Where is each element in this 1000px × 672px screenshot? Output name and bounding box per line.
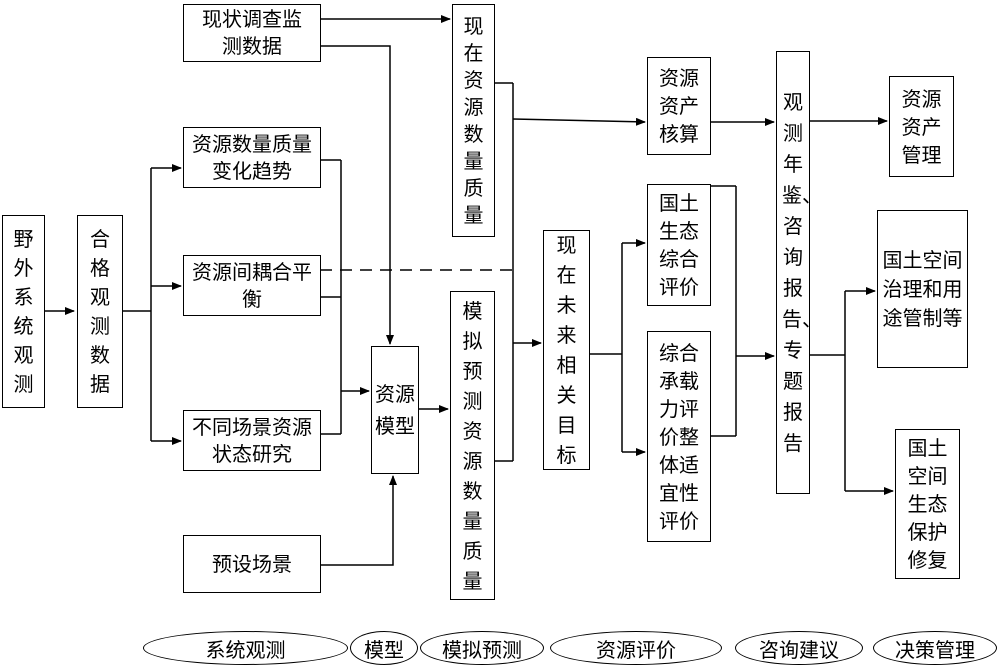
- asset-management-box: 资源资产管理: [889, 76, 954, 177]
- resource-model-box: 资源模型: [371, 346, 419, 474]
- stage-consulting-label: 咨询建议: [759, 637, 839, 662]
- current-quantity-label: 现在资源数量质量: [463, 13, 484, 227]
- current-quantity-box: 现在资源数量质量: [452, 4, 495, 237]
- eco-eval-label: 国土生态综合评价: [659, 191, 699, 299]
- field-observation-box: 野外系统观测: [2, 215, 45, 408]
- qualified-data-box: 合格观测数据: [77, 215, 123, 408]
- capacity-eval-label: 综合承载力评价整体适宜性评价: [659, 340, 699, 533]
- preset-scenario-label: 预设场景: [212, 551, 292, 576]
- survey-data-box: 现状调查监测数据: [183, 4, 321, 62]
- targets-box: 现在未来相关目标: [543, 230, 590, 470]
- quantity-trend-label: 资源数量质量变化趋势: [192, 131, 312, 183]
- stage-evaluation: 资源评价: [550, 631, 722, 665]
- quantity-trend-box: 资源数量质量变化趋势: [183, 127, 321, 188]
- simulated-quantity-box: 模拟预测资源数量质量: [450, 291, 495, 600]
- stage-decision: 决策管理: [873, 631, 997, 665]
- stage-model: 模型: [350, 631, 418, 665]
- stage-simulation: 模拟预测: [420, 631, 544, 665]
- yearbook-report-box: 观测年鉴、咨询报告、专题报告: [776, 51, 822, 494]
- stage-system-observation: 系统观测: [143, 631, 348, 665]
- targets-label: 现在未来相关目标: [556, 233, 577, 467]
- stage-simulation-label: 模拟预测: [442, 637, 522, 662]
- scenario-study-box: 不同场景资源状态研究: [183, 410, 321, 471]
- stage-decision-label: 决策管理: [895, 637, 975, 662]
- coupling-balance-box: 资源间耦合平衡: [183, 255, 321, 316]
- arrow-survey-to-model: [320, 45, 394, 345]
- resource-model-label: 资源模型: [375, 382, 415, 438]
- scenario-study-label: 不同场景资源状态研究: [192, 414, 312, 466]
- capacity-eval-box: 综合承载力评价整体适宜性评价: [647, 331, 711, 542]
- field-observation-label: 野外系统观测: [13, 226, 34, 396]
- spatial-governance-box: 国土空间治理和用途管制等: [877, 210, 968, 368]
- asset-accounting-box: 资源资产核算: [647, 57, 711, 155]
- asset-accounting-label: 资源资产核算: [659, 66, 699, 146]
- eco-restoration-box: 国土空间生态保护修复: [895, 429, 960, 579]
- yearbook-report-label: 观测年鉴、咨询报告、专题报告: [782, 89, 822, 455]
- arrow-preset-to-model: [320, 475, 397, 566]
- stage-evaluation-label: 资源评价: [596, 637, 676, 662]
- coupling-balance-label: 资源间耦合平衡: [192, 259, 312, 311]
- spatial-governance-label: 国土空间治理和用途管制等: [882, 247, 963, 330]
- stage-system-observation-label: 系统观测: [205, 637, 286, 662]
- qualified-data-label: 合格观测数据: [90, 226, 110, 396]
- stage-model-label: 模型: [364, 637, 404, 662]
- eco-restoration-label: 国土空间生态保护修复: [907, 436, 948, 572]
- survey-data-label: 现状调查监测数据: [202, 7, 302, 58]
- stage-consulting: 咨询建议: [735, 631, 863, 665]
- simulated-quantity-label: 模拟预测资源数量质量: [462, 298, 483, 593]
- arrow-to-asset-accounting: [512, 117, 646, 126]
- eco-eval-box: 国土生态综合评价: [647, 184, 711, 306]
- preset-scenario-box: 预设场景: [183, 535, 321, 593]
- asset-management-label: 资源资产管理: [901, 86, 942, 167]
